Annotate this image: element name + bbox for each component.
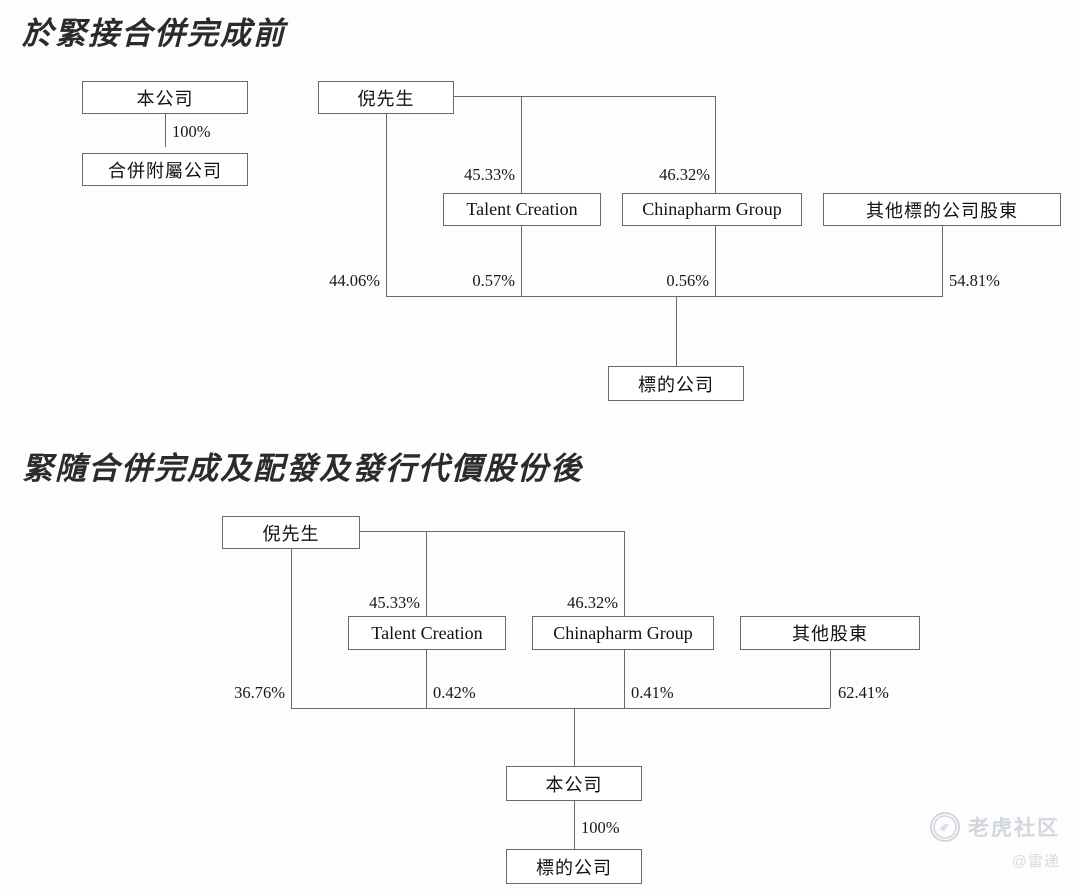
node-other-shareholders-after[interactable]: 其他股東 xyxy=(740,616,920,650)
pct-others-to-target: 54.81% xyxy=(949,271,1000,290)
connector-ni-to-chinapharm-after xyxy=(624,531,625,616)
node-target-company-after[interactable]: 標的公司 xyxy=(506,849,642,884)
pct-company-to-target-after: 100% xyxy=(581,818,620,837)
connector-talent-to-target xyxy=(521,226,522,296)
node-chinapharm-group-before[interactable]: Chinapharm Group xyxy=(622,193,802,226)
connector-company-to-merger-sub xyxy=(165,114,166,147)
connector-chinapharm-to-target xyxy=(715,226,716,296)
connector-ni-to-talent xyxy=(521,96,522,193)
pct-talent-to-company: 0.42% xyxy=(433,683,476,702)
connector-others-to-target xyxy=(942,226,943,296)
pct-chinapharm-to-target: 0.56% xyxy=(666,271,709,290)
connector-bus-to-company xyxy=(574,708,575,766)
node-company-before[interactable]: 本公司 xyxy=(82,81,248,114)
node-target-company-before[interactable]: 標的公司 xyxy=(608,366,744,401)
connector-company-to-target-after xyxy=(574,801,575,849)
node-merger-subsidiary[interactable]: 合併附屬公司 xyxy=(82,153,248,186)
section-title-after-merger: 緊隨合併完成及配發及發行代價股份後 xyxy=(22,451,583,486)
connector-ni-to-talent-after xyxy=(426,531,427,616)
pct-chinapharm-to-company: 0.41% xyxy=(631,683,674,702)
node-talent-creation-before[interactable]: Talent Creation xyxy=(443,193,601,226)
connector-target-bottom-bus xyxy=(386,296,943,297)
pct-ni-to-chinapharm-before: 46.32% xyxy=(659,165,710,184)
node-mr-ni-before[interactable]: 倪先生 xyxy=(318,81,454,114)
pct-ni-direct-to-target: 44.06% xyxy=(329,271,380,290)
connector-ni-top-bus-after xyxy=(360,531,625,532)
node-company-after[interactable]: 本公司 xyxy=(506,766,642,801)
pct-ni-to-talent-before: 45.33% xyxy=(464,165,515,184)
watermark: 老虎社区 @雷递 xyxy=(876,806,1066,884)
pct-ni-direct-to-company: 36.76% xyxy=(234,683,285,702)
watermark-handle: @雷递 xyxy=(1011,853,1060,870)
node-other-target-shareholders[interactable]: 其他標的公司股東 xyxy=(823,193,1061,226)
node-chinapharm-group-after[interactable]: Chinapharm Group xyxy=(532,616,714,650)
watermark-brand-row: 老虎社区 xyxy=(930,812,1060,842)
connector-company-bottom-bus xyxy=(291,708,830,709)
connector-ni-direct-to-company xyxy=(291,549,292,708)
connector-chinapharm-to-company xyxy=(624,650,625,708)
tiger-circle-icon xyxy=(930,812,960,842)
connector-others-to-company xyxy=(830,650,831,708)
pct-ni-to-talent-after: 45.33% xyxy=(369,593,420,612)
connector-ni-to-chinapharm xyxy=(715,96,716,193)
connector-ni-top-bus xyxy=(454,96,716,97)
pct-ni-to-chinapharm-after: 46.32% xyxy=(567,593,618,612)
connector-talent-to-company xyxy=(426,650,427,708)
pct-talent-to-target: 0.57% xyxy=(472,271,515,290)
node-mr-ni-after[interactable]: 倪先生 xyxy=(222,516,360,549)
pct-others-to-company: 62.41% xyxy=(838,683,889,702)
section-title-before-merger: 於緊接合併完成前 xyxy=(22,16,286,51)
connector-ni-direct-to-target xyxy=(386,114,387,296)
watermark-brand-text: 老虎社区 xyxy=(968,817,1060,840)
pct-company-to-merger-sub: 100% xyxy=(172,122,211,141)
connector-bus-to-target-company xyxy=(676,296,677,366)
node-talent-creation-after[interactable]: Talent Creation xyxy=(348,616,506,650)
